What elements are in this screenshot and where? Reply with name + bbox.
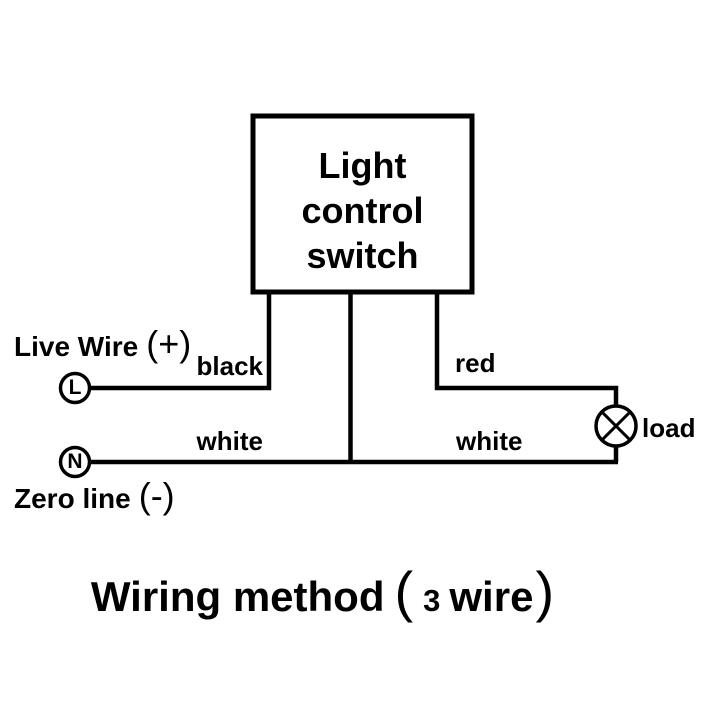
white-wire-right-label: white [456,426,523,456]
live-wire-label-text: Live Wire [14,331,139,362]
title-wire-count: 3 [423,583,441,618]
black-wire-label: black [196,351,264,381]
live-wire-label: Live Wire (+) [14,326,191,362]
neutral-terminal-circle [58,445,92,479]
title-open-paren: ( [394,560,414,623]
zero-line-label: Zero line (-) [14,478,175,514]
load-lamp-icon [594,404,638,448]
black-wire-path [89,292,272,391]
diagram-title: Wiring method ( 3 wire ) [0,564,645,620]
switch-box-label: Light control switch [301,144,424,276]
title-close-paren: ) [535,560,555,623]
red-wire-label: red [455,348,496,378]
neutral-terminal-letter: N [67,450,83,473]
live-terminal-letter: L [68,376,82,399]
title-unit: wire [449,573,534,620]
neutral-polarity-symbol: (-) [138,475,175,516]
live-polarity-symbol: (+) [146,323,192,364]
load-label: load [642,413,696,443]
title-prefix: Wiring method [90,573,385,620]
switch-box-outline [250,113,475,295]
red-wire-path [434,292,619,407]
white-wire-left-label: white [196,426,263,456]
live-terminal-circle [58,371,92,405]
zero-line-label-text: Zero line [14,483,131,514]
